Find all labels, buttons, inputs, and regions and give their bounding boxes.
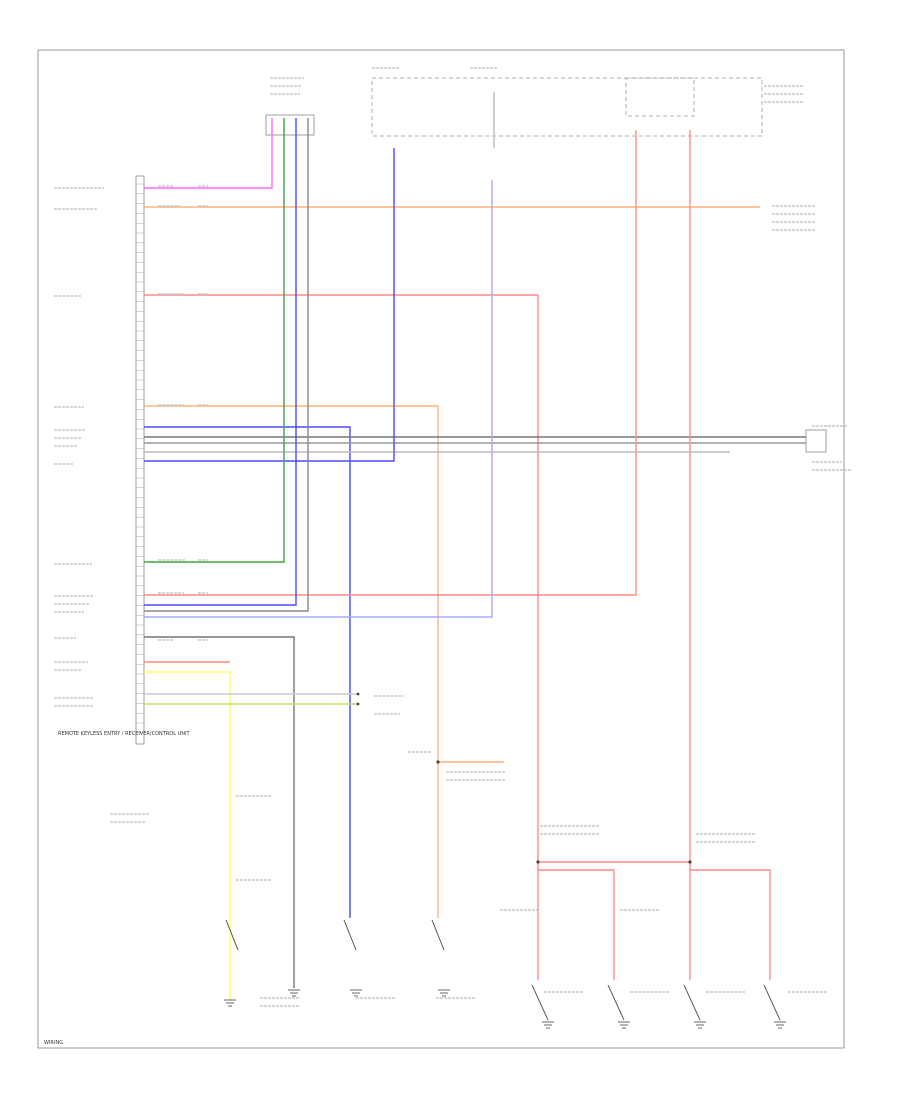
wire-lightblue xyxy=(144,180,493,618)
switch-4 xyxy=(607,984,625,1021)
switches xyxy=(225,919,781,1021)
wire-darkgray xyxy=(144,636,295,988)
label-marks xyxy=(54,67,852,1007)
door-lock-actuator-connector xyxy=(265,114,315,136)
wire-blue-1 xyxy=(144,426,351,918)
wire-blue-2 xyxy=(144,148,395,462)
switch-5 xyxy=(683,984,701,1021)
junction-dot xyxy=(356,692,360,696)
watermark: WIRING xyxy=(44,1040,63,1046)
switch-7 xyxy=(225,919,239,951)
wire-orange-2 xyxy=(144,405,439,918)
switch-2 xyxy=(431,919,445,951)
wire-red-net-2 xyxy=(538,869,615,980)
switch-3 xyxy=(531,984,549,1021)
grounds xyxy=(224,989,786,1029)
door-lock-switch-module xyxy=(371,77,763,137)
module-connector xyxy=(135,175,145,745)
module-title: REMOTE KEYLESS ENTRY / RECEIVER/CONTROL … xyxy=(58,731,190,737)
switch-1 xyxy=(343,919,357,951)
wire-red-net-3 xyxy=(690,869,771,980)
switch-6 xyxy=(763,984,781,1021)
wire-pink xyxy=(144,118,273,189)
wire-red-1 xyxy=(144,294,539,980)
wire-blue-3 xyxy=(144,118,297,606)
wire-yellow xyxy=(144,671,231,1000)
junctions xyxy=(356,692,692,864)
wires xyxy=(144,92,806,1000)
right-connector xyxy=(805,429,827,453)
junction-dot xyxy=(356,702,360,706)
central-control-unit-box xyxy=(625,77,695,117)
junction-dot xyxy=(436,760,440,764)
diagram-frame xyxy=(37,49,845,1049)
wire-gray-3 xyxy=(144,118,309,612)
junction-dot xyxy=(688,860,692,864)
wire-green xyxy=(144,118,285,563)
pin-ticks xyxy=(136,183,144,734)
wire-red-2 xyxy=(144,130,637,596)
junction-dot xyxy=(536,860,540,864)
